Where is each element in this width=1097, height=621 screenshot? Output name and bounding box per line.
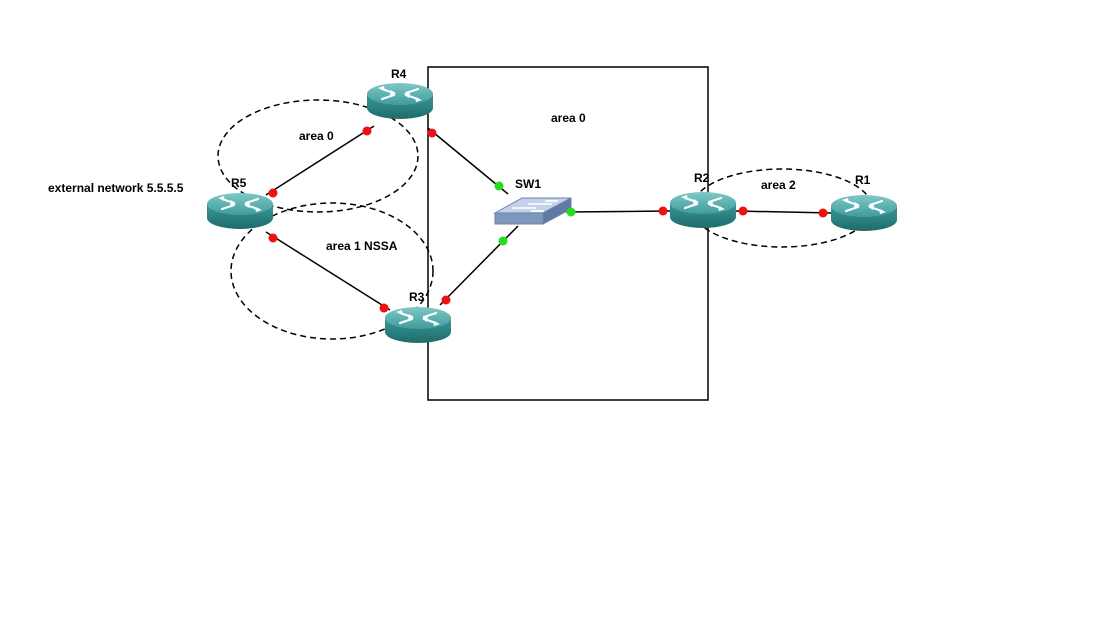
label-area-0-backbone: area 0 [551,111,586,125]
label-sw1: SW1 [515,177,541,191]
link-sw1-r2 [565,210,671,213]
port-r3-to-sw1 [441,295,451,305]
port-r3-to-r5 [379,303,389,313]
router-r2-icon[interactable] [668,190,738,230]
link-r3-sw1 [439,225,519,306]
port-indicators [268,126,828,313]
label-r1: R1 [855,173,871,187]
port-sw1-to-r4 [494,181,504,191]
label-external-network: external network 5.5.5.5 [48,181,184,195]
label-r5: R5 [231,176,247,190]
port-sw1-to-r2 [566,207,576,217]
port-r4-to-sw1 [427,128,437,138]
router-r3-icon[interactable] [383,305,453,345]
port-r2-to-r1 [738,206,748,216]
link-r2-r1 [734,210,833,214]
router-r5-icon[interactable] [205,191,275,231]
port-r5-to-r4 [268,188,278,198]
port-r1-to-r2 [818,208,828,218]
link-r4-sw1 [427,127,509,195]
port-sw1-to-r3 [498,236,508,246]
label-area-1-nssa: area 1 NSSA [326,239,398,253]
label-area-0-r4-r5: area 0 [299,129,334,143]
link-r5-r4 [265,125,375,196]
label-r3: R3 [409,290,425,304]
area-1-nssa-boundary [230,202,434,340]
label-r2: R2 [694,171,710,185]
link-r5-r3 [265,231,391,311]
port-r5-to-r3 [268,233,278,243]
switch-sw1-icon[interactable] [493,197,572,225]
area-0-backbone-box [427,66,709,401]
area-0-r4-r5-boundary [217,99,419,213]
router-r1-icon[interactable] [829,193,899,233]
port-r2-to-sw1 [658,206,668,216]
router-r4-icon[interactable] [365,81,435,121]
port-r4-to-r5 [362,126,372,136]
label-area-2: area 2 [761,178,796,192]
label-r4: R4 [391,67,407,81]
